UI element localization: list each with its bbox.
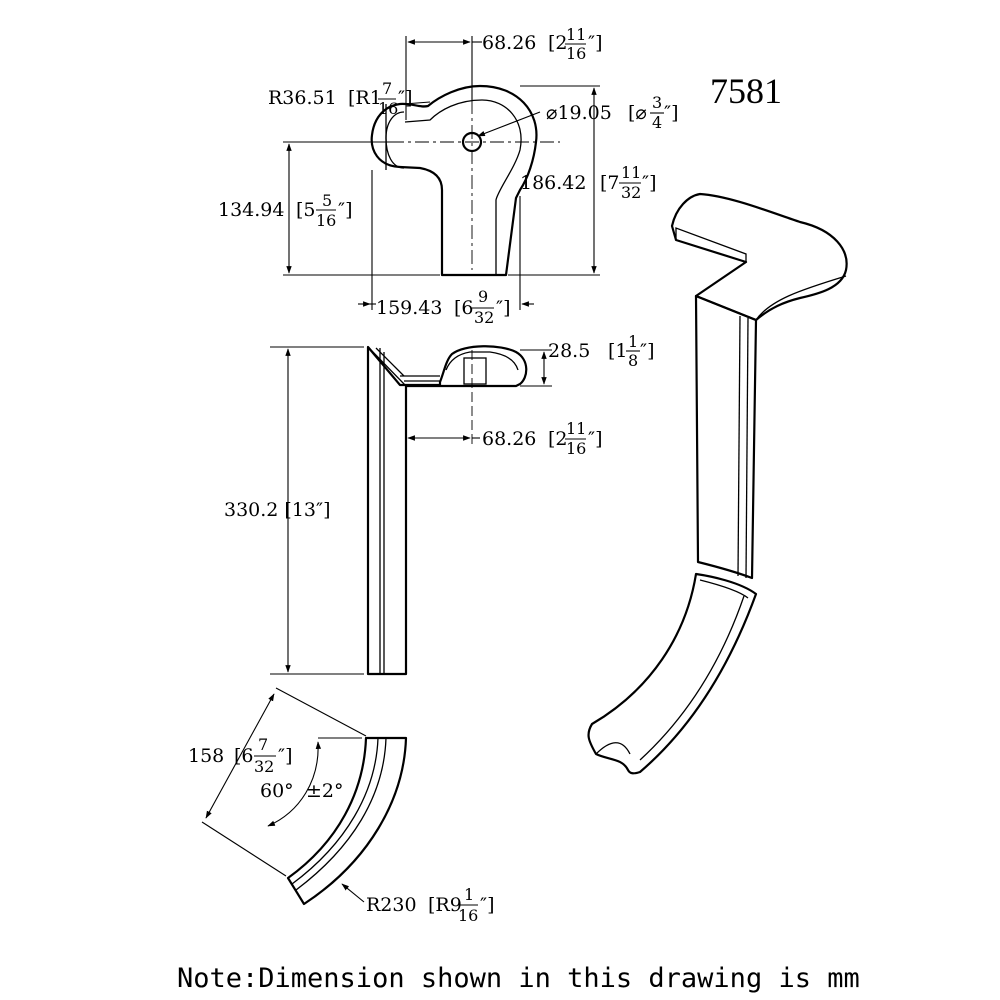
miter-line [367, 346, 407, 387]
svg-text:4: 4 [652, 113, 662, 132]
arc-view [286, 736, 408, 906]
dim-top-width: 68.26 [2 11 16 ″] [482, 25, 603, 63]
svg-text:[R1: [R1 [348, 87, 382, 109]
dim-arc-radius: R230 [R9 1 16 ″] [366, 885, 495, 925]
svg-text:″]: ″] [398, 87, 413, 109]
svg-text:[1: [1 [608, 340, 628, 362]
iso-post-line-2 [745, 317, 749, 579]
svg-text:11: 11 [566, 25, 586, 44]
svg-text:[⌀: [⌀ [628, 102, 647, 124]
svg-text:[5: [5 [296, 199, 316, 221]
svg-text:1: 1 [464, 885, 474, 904]
svg-text:[7: [7 [600, 172, 620, 194]
svg-text:28.5: 28.5 [548, 340, 590, 362]
iso-post-line-1 [737, 315, 741, 577]
dim-radius-top: R36.51 [R1 7 16 ″] [268, 79, 413, 118]
profile-hole [463, 357, 487, 385]
svg-text:16: 16 [458, 906, 478, 925]
svg-text:16: 16 [566, 44, 586, 63]
front-view-dimensions [270, 346, 552, 675]
svg-text:158: 158 [188, 745, 224, 767]
iso-arc-edge [639, 595, 745, 761]
svg-text:5: 5 [322, 191, 332, 210]
svg-text:[2: [2 [548, 32, 568, 54]
miter-line-2 [375, 347, 405, 377]
top-view [370, 84, 560, 277]
svg-text:9: 9 [478, 287, 488, 306]
post-outline [366, 345, 528, 676]
front-view [366, 345, 528, 676]
iso-cap-outline [670, 192, 848, 322]
svg-text:186.42: 186.42 [520, 172, 586, 194]
svg-text:7: 7 [258, 735, 268, 754]
svg-text:32: 32 [621, 183, 641, 202]
arc-outline [286, 736, 408, 906]
top-view-dimensions [283, 36, 600, 310]
svg-text:R36.51: R36.51 [268, 87, 337, 109]
isometric-view [587, 192, 848, 775]
svg-text:68.26: 68.26 [482, 32, 536, 54]
svg-text:″]: ″] [588, 32, 603, 54]
dim-angle: 60° [260, 780, 294, 802]
svg-text:32: 32 [474, 308, 494, 327]
svg-text:″]: ″] [642, 172, 657, 194]
top-view-inner-outline [404, 99, 522, 275]
svg-text:[6: [6 [234, 745, 254, 767]
svg-text:″]: ″] [480, 894, 495, 916]
dim-angle-tolerance: ±2° [306, 780, 344, 802]
svg-text:″]: ″] [338, 199, 353, 221]
svg-text:[6: [6 [454, 297, 474, 319]
arc-mid-line [295, 737, 387, 891]
svg-text:[R9: [R9 [428, 894, 462, 916]
iso-cap-underside [755, 275, 847, 321]
model-number: 7581 [710, 71, 782, 111]
dim-bottom-width: 159.43 [6 9 32 ″] [376, 287, 511, 327]
units-note: Note:Dimension shown in this drawing is … [177, 963, 860, 994]
dim-profile-width: 68.26 [2 11 16 ″] [482, 419, 603, 458]
svg-text:68.26: 68.26 [482, 428, 536, 450]
svg-text:″]: ″] [588, 428, 603, 450]
svg-text:⌀19.05: ⌀19.05 [546, 102, 612, 124]
dim-post-height: 330.2 [13″] [224, 499, 331, 521]
iso-arc-profile [595, 742, 631, 755]
dim-right-height: 186.42 [7 11 32 ″] [520, 163, 657, 202]
svg-text:11: 11 [621, 163, 641, 182]
svg-text:″]: ″] [496, 297, 511, 319]
svg-text:16: 16 [566, 439, 586, 458]
iso-arc-outline [587, 572, 758, 775]
dim-left-height: 134.94 [5 5 16 ″] [218, 191, 353, 230]
svg-text:159.43: 159.43 [376, 297, 442, 319]
svg-text:″]: ″] [278, 745, 293, 767]
svg-text:16: 16 [378, 99, 398, 118]
handrail-profile-inner [445, 351, 519, 371]
arc-inner-line [291, 737, 379, 885]
iso-post-outline [694, 294, 758, 580]
iso-arc-top-1 [699, 579, 749, 599]
top-view-inner-left [385, 111, 405, 169]
svg-text:″]: ″] [664, 102, 679, 124]
svg-text:16: 16 [316, 211, 336, 230]
iso-cap-lip [675, 227, 747, 262]
svg-text:1: 1 [628, 332, 638, 351]
svg-text:7: 7 [382, 79, 392, 98]
dim-arc-chord: 158 [6 7 32 ″] [188, 735, 293, 776]
annotations: 7581 68.26 [2 11 16 ″] R36.51 [R1 7 16 ″… [177, 25, 860, 994]
svg-text:R230: R230 [366, 894, 417, 916]
svg-text:[2: [2 [548, 428, 568, 450]
arc-dimensions [201, 687, 367, 903]
svg-text:″]: ″] [640, 340, 655, 362]
svg-text:11: 11 [566, 419, 586, 438]
svg-text:32: 32 [254, 757, 274, 776]
dim-profile-height: 28.5 [1 1 8 ″] [548, 332, 655, 370]
dim-hole-diameter: ⌀19.05 [⌀ 3 4 ″] [546, 93, 679, 132]
svg-text:3: 3 [652, 93, 662, 112]
svg-text:134.94: 134.94 [218, 199, 284, 221]
svg-text:8: 8 [628, 351, 638, 370]
